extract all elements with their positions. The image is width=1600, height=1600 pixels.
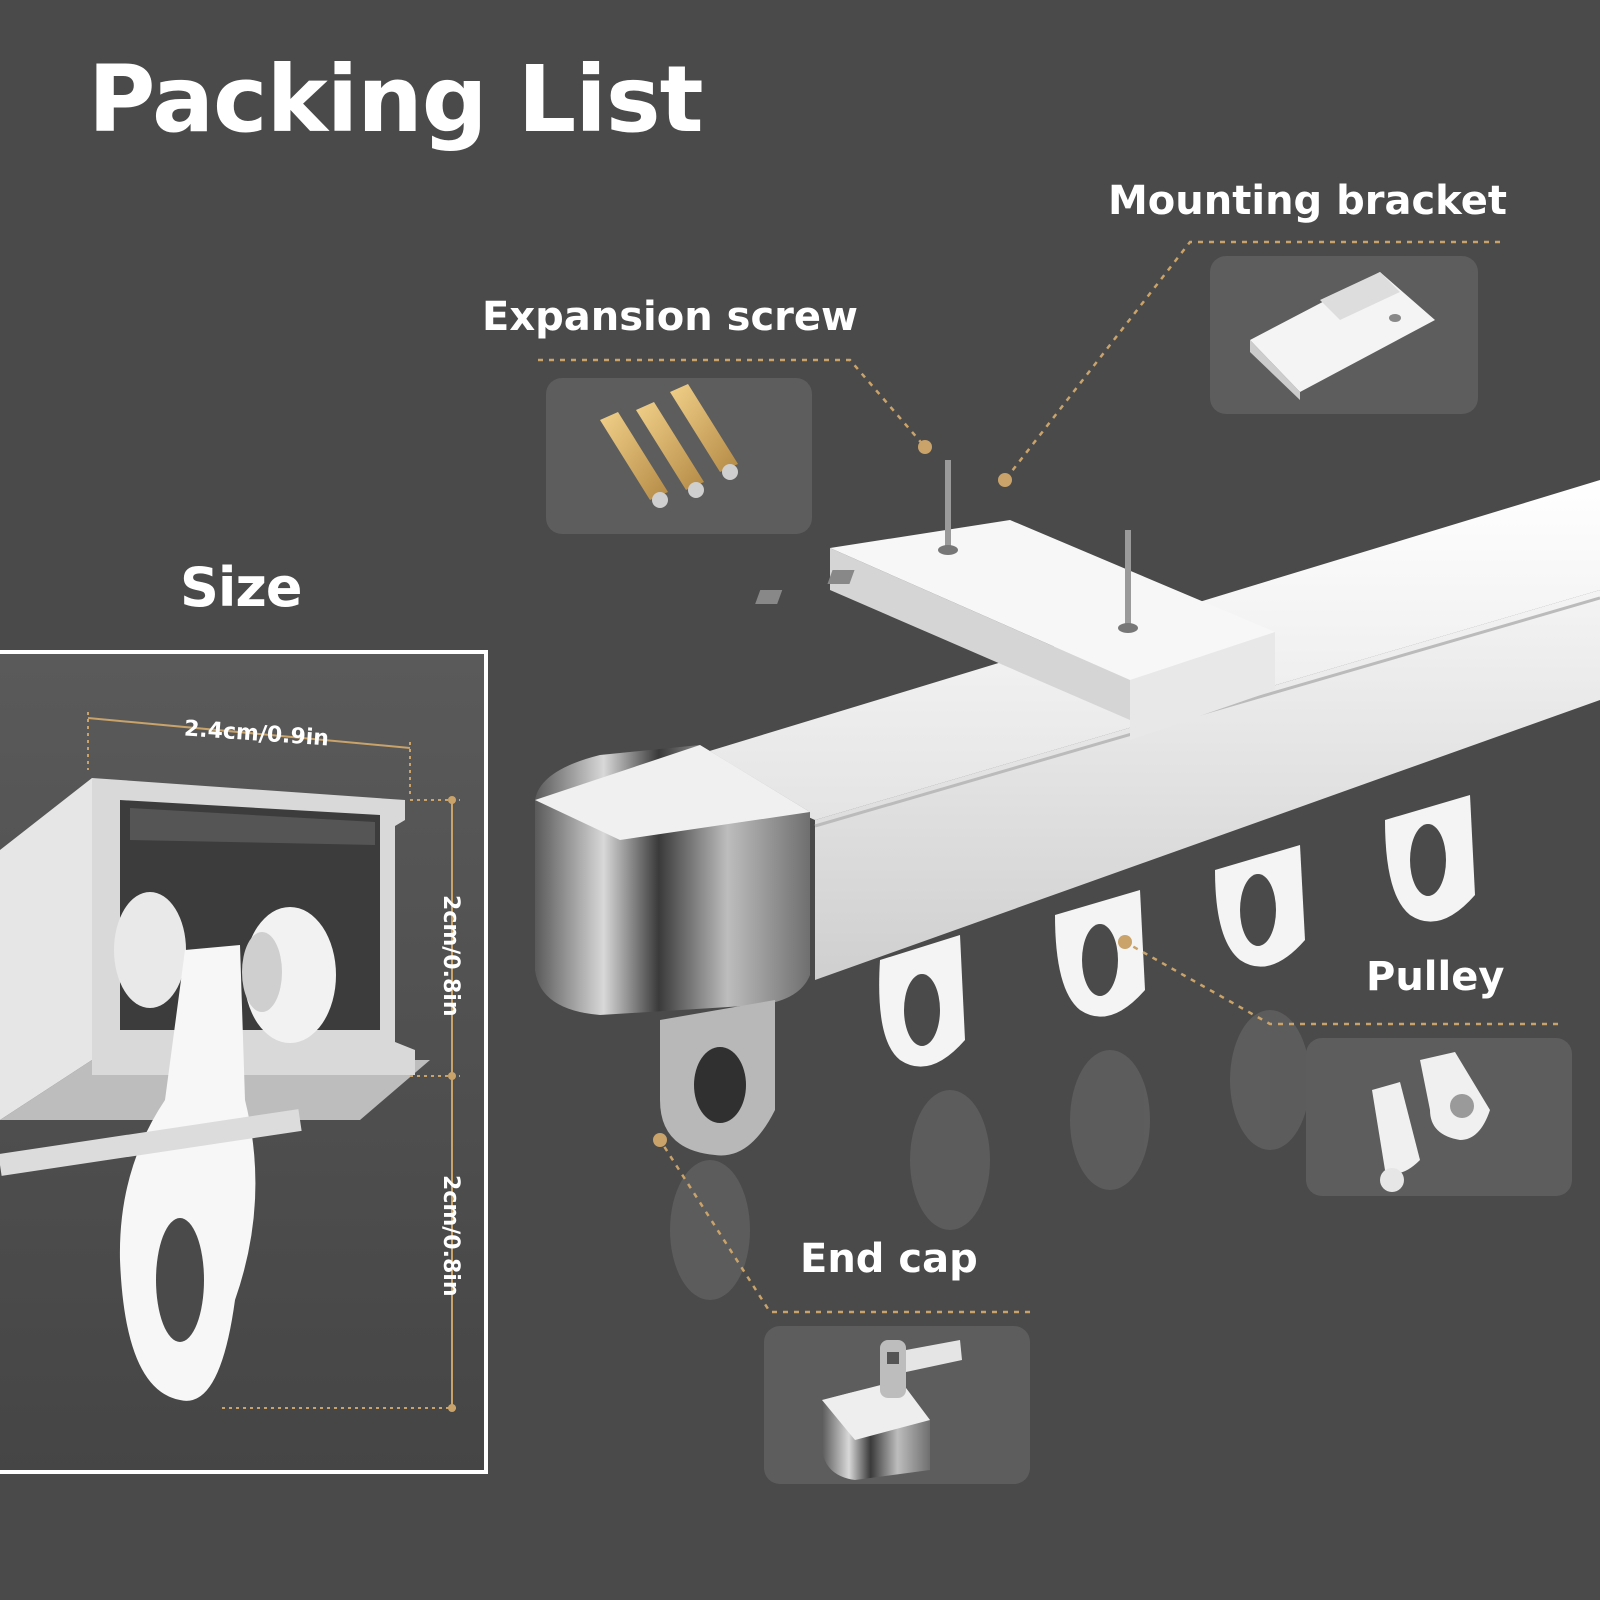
bracket-icon [1250,272,1435,400]
end-cap-icon [821,1340,962,1480]
label-pulley: Pulley [1366,954,1505,1000]
size-title: Size [180,556,302,619]
curtain-rail [535,460,1600,1300]
rail-mounting-bracket [755,460,1275,740]
dimension-height: 2cm/0.8in 2cm/0.8in [222,796,463,1412]
rail-cross-section [0,778,430,1401]
label-mounting-bracket: Mounting bracket [1108,178,1507,224]
pulley-hanger [119,945,256,1401]
label-expansion-screw: Expansion screw [482,294,858,340]
thumbnail-mounting-bracket [1210,256,1478,414]
callout-dots [653,440,1132,1147]
label-end-cap: End cap [800,1236,978,1282]
page-title: Packing List [88,46,704,153]
upper-height-label: 2cm/0.8in [438,895,463,1016]
thumbnail-pulley [1306,1038,1572,1196]
thumbnail-expansion-screw [546,378,812,534]
rail-end-cap [535,745,810,1156]
callout-lines [538,240,1558,1314]
rail-screws [938,460,1138,633]
size-panel: 2.4cm/0.9in 2cm/0.8in 2cm/0.8in [0,650,488,1474]
pulley-icon [1372,1052,1490,1192]
rail-pulleys [879,795,1475,1067]
thumbnail-end-cap [764,1326,1030,1484]
expansion-anchor-icon [600,384,738,508]
lower-height-label: 2cm/0.8in [438,1175,463,1296]
pulley-roller [114,892,336,1043]
